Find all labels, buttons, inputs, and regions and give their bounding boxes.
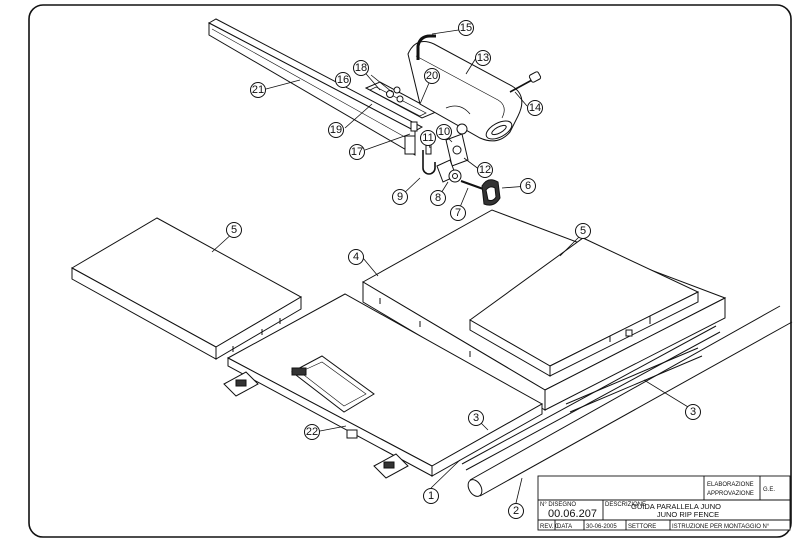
callout-10: 10	[436, 124, 452, 140]
callout-14: 14	[527, 100, 543, 116]
callout-19-label: 19	[330, 124, 342, 136]
lever-knob	[481, 179, 501, 206]
callout-17: 17	[349, 144, 365, 160]
drawing-number: 00.06.207	[548, 508, 597, 520]
callout-11-label: 11	[422, 132, 433, 144]
callout-9-label: 9	[397, 191, 403, 203]
callout-3-right: 3	[685, 404, 701, 420]
guide-tube-front	[467, 305, 793, 497]
approver-initials: G.E.	[763, 487, 775, 493]
callout-1: 1	[423, 488, 439, 504]
callout-9: 9	[392, 189, 408, 205]
description-label: DESCRIZIONE	[605, 502, 646, 508]
revision-label: REV. 0	[540, 524, 559, 530]
callout-18: 18	[353, 60, 369, 76]
callout-13-label: 13	[477, 52, 489, 64]
callout-1-label: 1	[428, 490, 434, 502]
title-block	[537, 475, 791, 531]
callout-5-left-label: 5	[231, 224, 237, 236]
front-guide-rail	[461, 325, 721, 471]
carriage-slot	[291, 355, 375, 413]
callout-2: 2	[508, 503, 524, 519]
callout-11: 11	[420, 130, 436, 146]
extension-panel-right	[469, 237, 700, 377]
approvazione-label: APPROVAZIONE	[707, 491, 754, 497]
callout-15: 15	[458, 20, 474, 36]
sliding-carriage	[223, 293, 544, 479]
callout-3-left-label: 3	[473, 412, 479, 424]
drawing-frame	[28, 4, 792, 538]
callout-7-label: 7	[455, 207, 461, 219]
callout-19: 19	[328, 122, 344, 138]
callout-4-label: 4	[353, 251, 359, 263]
date-label: DATA	[557, 524, 572, 530]
callout-leaders	[211, 27, 694, 504]
guide-tube-rear	[565, 347, 703, 413]
callout-22: 22	[304, 424, 320, 440]
callout-20: 20	[424, 68, 440, 84]
clamp-plate	[364, 81, 438, 119]
callout-10-label: 10	[438, 126, 450, 138]
callout-12-label: 12	[479, 164, 491, 176]
hook-bolt	[422, 150, 436, 175]
title-english: JUNO RIP FENCE	[657, 510, 719, 519]
carriage-foot-right	[373, 453, 409, 479]
callout-16: 16	[335, 72, 351, 88]
callout-2-label: 2	[513, 505, 519, 517]
callout-16-label: 16	[337, 74, 349, 86]
drawing-number-label: N° DISEGNO	[540, 502, 576, 508]
callout-8-label: 8	[435, 192, 441, 204]
assembly-instruction-label: ISTRUZIONE PER MONTAGGIO N°	[672, 524, 770, 530]
screw	[410, 121, 418, 132]
callout-5-right-label: 5	[580, 225, 586, 237]
handle-pin	[416, 34, 436, 60]
title-italian: GUIDA PARALLELA JUNO	[631, 502, 721, 511]
date-value: 30-06-2005	[586, 524, 617, 530]
callout-3-left: 3	[468, 410, 484, 426]
knob-screw	[509, 71, 542, 93]
callout-5-right: 5	[575, 223, 591, 239]
rip-fence-assembly	[207, 18, 542, 206]
callout-4: 4	[348, 249, 364, 265]
callout-17-label: 17	[351, 146, 363, 158]
spring-washer	[393, 86, 401, 94]
callout-13: 13	[475, 50, 491, 66]
elaborazione-label: ELABORAZIONE	[707, 482, 754, 488]
callout-15-label: 15	[460, 22, 472, 34]
callout-18-label: 18	[355, 62, 367, 74]
carriage-foot-left	[223, 371, 259, 397]
callout-7: 7	[450, 205, 466, 221]
callout-21-label: 21	[252, 84, 264, 96]
callout-21: 21	[250, 82, 266, 98]
callout-6: 6	[520, 178, 536, 194]
callout-22-label: 22	[306, 426, 318, 438]
washer	[386, 90, 394, 98]
callout-14-label: 14	[529, 102, 541, 114]
callout-3-right-label: 3	[690, 406, 696, 418]
callout-20-label: 20	[426, 70, 438, 82]
callout-6-label: 6	[525, 180, 531, 192]
extension-panel-left	[70, 217, 303, 360]
sector-label: SETTORE	[628, 524, 656, 530]
callout-5-left: 5	[226, 222, 242, 238]
callout-12: 12	[477, 162, 493, 178]
fence-bar	[207, 18, 424, 156]
callout-8: 8	[430, 190, 446, 206]
